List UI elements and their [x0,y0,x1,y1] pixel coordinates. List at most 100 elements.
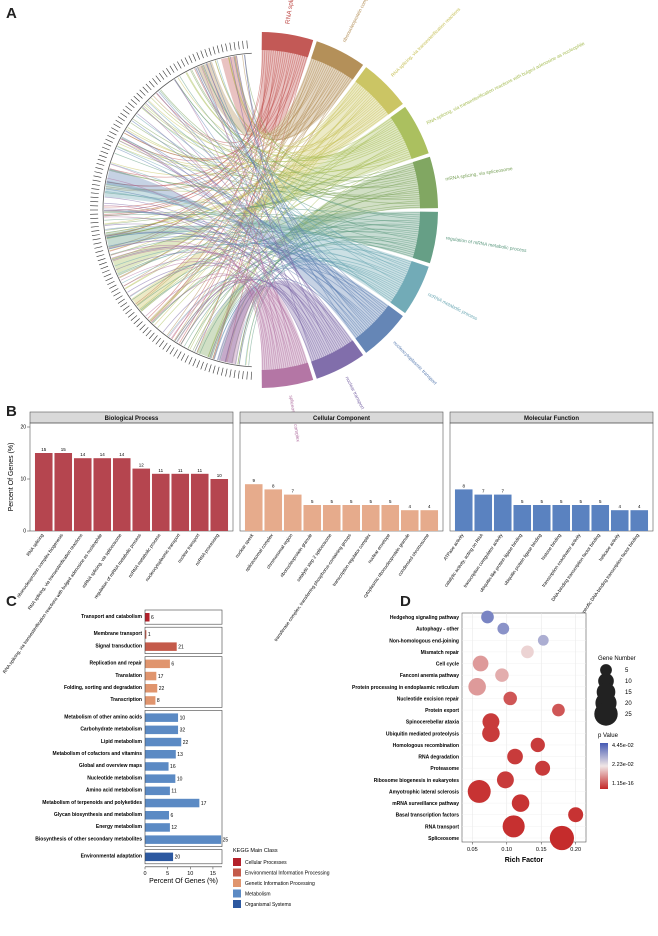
d-xtick-label: 0.15 [536,847,547,853]
d-category-label: Autophagy - other [416,627,459,633]
d-size-legend-dot [594,702,617,725]
c-bar [145,762,169,771]
c-category-label: Metabolism of terpenoids and polyketides [42,800,142,806]
c-legend-label: Cellular Processes [245,860,287,866]
c-legend-title: KEGG Main Class [233,848,278,854]
c-bar-label: 10 [177,776,183,782]
c-bar-label: 6 [171,813,174,819]
b-bar [35,453,53,531]
b-bar-label: 15 [41,447,47,452]
c-bar-label: 11 [171,789,176,795]
b-bar [152,474,170,531]
d-size-legend-label: 20 [625,701,632,707]
d-bubble [495,668,509,682]
d-bubble [535,761,550,776]
c-legend-label: Metabolism [245,892,271,898]
c-bar-label: 8 [157,698,160,704]
c-bar [145,696,155,705]
b-bar-label: 11 [178,468,183,473]
c-bar [145,672,156,681]
b-bar-label: 14 [119,452,125,457]
b-bar [591,505,609,531]
b-ytick-label: 10 [20,477,26,483]
d-size-legend-title: Gene Number [598,656,636,662]
c-xlabel: Percent Of Genes (%) [149,878,218,885]
b-bar [362,505,380,531]
b-bar [245,484,263,531]
c-category-label: Global and overview maps [79,763,142,769]
c-category-label: Metabolism of cofactors and vitamins [53,751,143,757]
c-category-label: Carbohydrate metabolism [80,727,142,733]
d-category-label: Nucleotide excision repair [397,696,459,702]
c-category-label: Environmental adaptation [81,854,142,860]
b-bar [494,495,512,531]
d-color-legend-label: 4.45e-02 [612,743,634,749]
panel-label-d: D [400,593,411,610]
d-color-legend-title: p Value [598,733,619,739]
b-bar [171,474,189,531]
c-bar-label: 10 [180,715,186,721]
b-bar-label: 14 [80,452,86,457]
c-category-label: Folding, sorting and degradation [64,685,142,691]
c-bar-label: 17 [158,674,164,680]
b-bar-label: 12 [139,463,145,468]
c-category-label: Amino acid metabolism [86,788,143,794]
b-bar [474,495,492,531]
d-bubble [552,704,565,717]
d-category-label: Ubiquitin mediated proteolysis [386,731,459,737]
c-bar [145,726,178,735]
d-category-label: Spinocerebellar ataxia [406,720,459,726]
d-size-legend-label: 10 [625,679,632,685]
c-legend-swatch [233,858,241,866]
d-bubble [497,771,514,788]
b-bar [420,510,438,531]
b-bar-label: 14 [100,452,106,457]
b-bar [611,510,629,531]
b-bar [191,474,209,531]
c-category-label: Energy metabolism [96,824,143,830]
c-bar [145,684,157,693]
b-bar [513,505,531,531]
c-bar-label: 1 [148,632,151,638]
c-bar [145,713,178,722]
c-bar [145,660,170,669]
d-bubble [512,794,530,812]
d-category-label: Homologous recombination [393,743,459,749]
b-bar [74,458,92,531]
c-category-label: Metabolism of other amino acids [64,714,142,720]
c-bar-label: 20 [175,855,181,861]
c-xtick-label: 15 [210,871,216,877]
d-size-legend-label: 25 [625,712,632,718]
d-bubble [473,656,489,672]
c-bar-label: 32 [180,728,186,734]
c-category-label: Glycan biosynthesis and metabolism [54,812,143,818]
c-legend-swatch [233,869,241,877]
d-bubble [531,738,545,752]
c-bar-label: 13 [177,752,183,758]
d-size-legend-label: 15 [625,690,632,696]
b-bar [572,505,590,531]
b-bar [264,489,282,531]
d-xtick-label: 0.05 [467,847,478,853]
c-bar [145,750,176,759]
c-legend-swatch [233,900,241,908]
c-category-label: Transport and catabolism [81,614,142,620]
panel-label-b: B [6,403,17,420]
d-xtick-label: 0.10 [501,847,512,853]
d-xtick-label: 0.20 [570,847,581,853]
c-bar-label: 12 [171,825,177,831]
c-legend-swatch [233,879,241,887]
c-legend-label: Organismal Systems [245,902,292,908]
c-category-label: Nucleotide metabolism [87,775,142,781]
c-bar [145,738,181,747]
d-category-label: Cell cycle [436,662,459,668]
d-category-label: Protein export [425,708,459,714]
d-bubble [482,725,500,743]
d-xlabel: Rich Factor [505,857,544,864]
d-color-legend-bar [600,743,608,789]
c-bar-label: 22 [159,686,165,692]
b-bar [113,458,131,531]
d-bubble [503,815,525,837]
d-bubble [507,749,523,765]
